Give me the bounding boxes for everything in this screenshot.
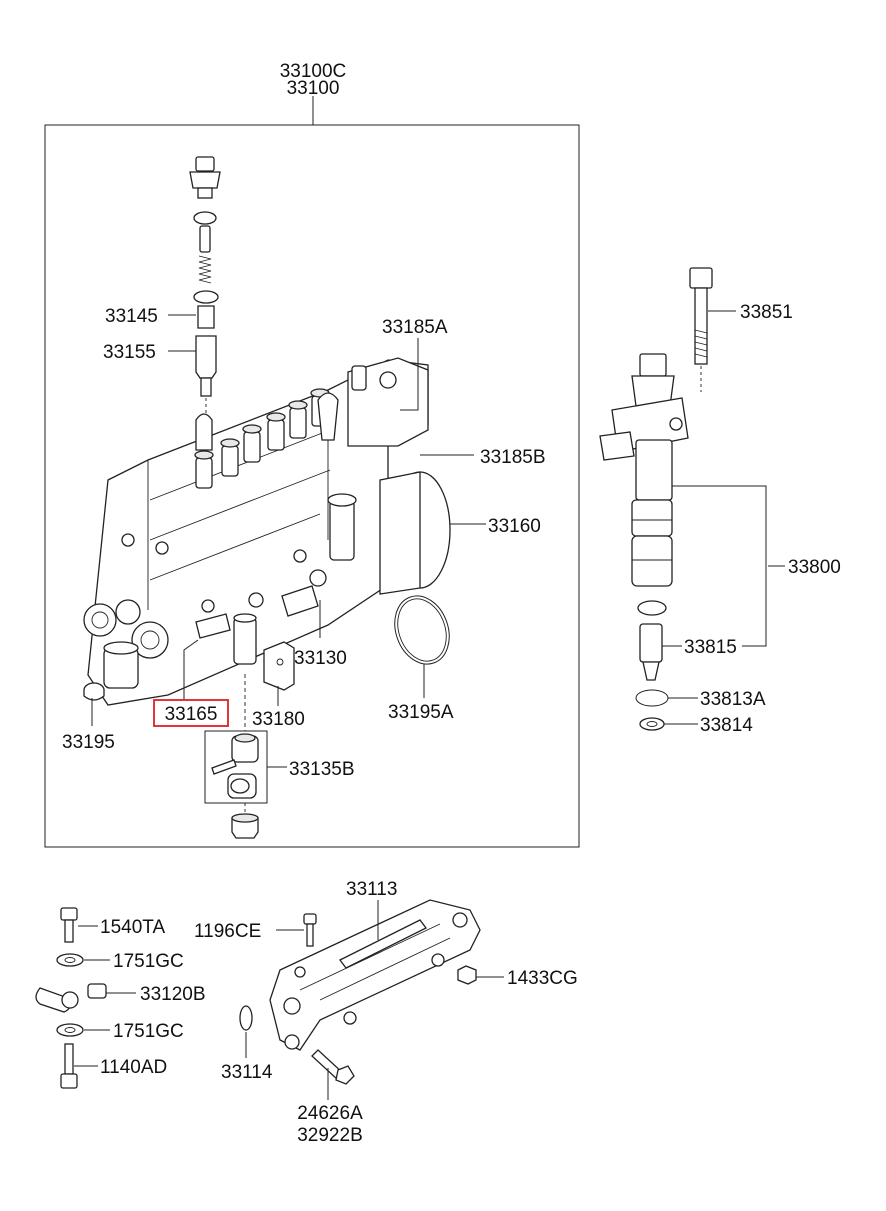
bracket-33180: [263, 641, 295, 691]
part-label-33114[interactable]: 33114: [221, 1062, 273, 1083]
part-label-33100[interactable]: 33100: [287, 78, 340, 99]
part-label-33130[interactable]: 33130: [294, 648, 347, 669]
part-label-1751gc-top[interactable]: 1751GC: [113, 951, 184, 972]
part-label-33851[interactable]: 33851: [740, 302, 793, 323]
part-label-33180[interactable]: 33180: [252, 709, 305, 730]
part-label-1196ce[interactable]: 1196CE: [194, 921, 261, 942]
part-label-33814[interactable]: 33814: [700, 715, 753, 736]
bolt-24626a: [311, 1049, 355, 1085]
part-label-33185a[interactable]: 33185A: [382, 317, 448, 338]
delivery-valve-stack: [189, 156, 221, 420]
part-label-33185b[interactable]: 33185B: [480, 447, 546, 468]
bolt-1140ad: [60, 1043, 78, 1089]
part-label-33145[interactable]: 33145: [105, 306, 158, 327]
part-label-33100c[interactable]: 33100C: [280, 61, 347, 82]
part-label-32922b[interactable]: 32922B: [297, 1125, 363, 1146]
bracket-assembly-33113: [269, 899, 481, 1051]
screw-1196ce: [303, 913, 317, 947]
leader-lines: [74, 310, 785, 1100]
banjo-33120b: [35, 983, 107, 1013]
part-label-1140ad[interactable]: 1140AD: [100, 1057, 167, 1078]
washer-33114: [239, 1005, 253, 1031]
part-label-33195[interactable]: 33195: [62, 732, 115, 753]
part-label-33160[interactable]: 33160: [488, 516, 541, 537]
washer-1751gc-top: [56, 953, 84, 967]
part-label-33800[interactable]: 33800: [788, 557, 841, 578]
part-label-33165[interactable]: 33165: [165, 704, 218, 725]
bolt-1540ta: [60, 907, 78, 943]
part-label-24626a[interactable]: 24626A: [297, 1103, 363, 1124]
part-label-33135b[interactable]: 33135B: [289, 759, 355, 780]
part-label-33113[interactable]: 33113: [346, 879, 397, 900]
highlight-box-33165: [153, 699, 229, 727]
part-label-33120b[interactable]: 33120B: [140, 984, 206, 1005]
plug-33195: [83, 682, 105, 701]
injection-pump-body: [83, 357, 451, 706]
part-label-1751gc-bottom[interactable]: 1751GC: [113, 1021, 184, 1042]
o-ring-33195a: [394, 595, 450, 665]
part-label-33195a[interactable]: 33195A: [388, 702, 454, 723]
part-label-1433cg[interactable]: 1433CG: [507, 968, 578, 989]
part-label-33815[interactable]: 33815: [684, 637, 737, 658]
assembly-frame: [44, 124, 580, 848]
part-label-1540ta[interactable]: 1540TA: [100, 917, 165, 938]
nut-1433cg: [457, 965, 477, 985]
injector-assembly: [599, 267, 713, 731]
washer-1751gc-bottom: [56, 1023, 84, 1037]
part-label-33813a[interactable]: 33813A: [700, 689, 766, 710]
part-label-33155[interactable]: 33155: [103, 342, 156, 363]
